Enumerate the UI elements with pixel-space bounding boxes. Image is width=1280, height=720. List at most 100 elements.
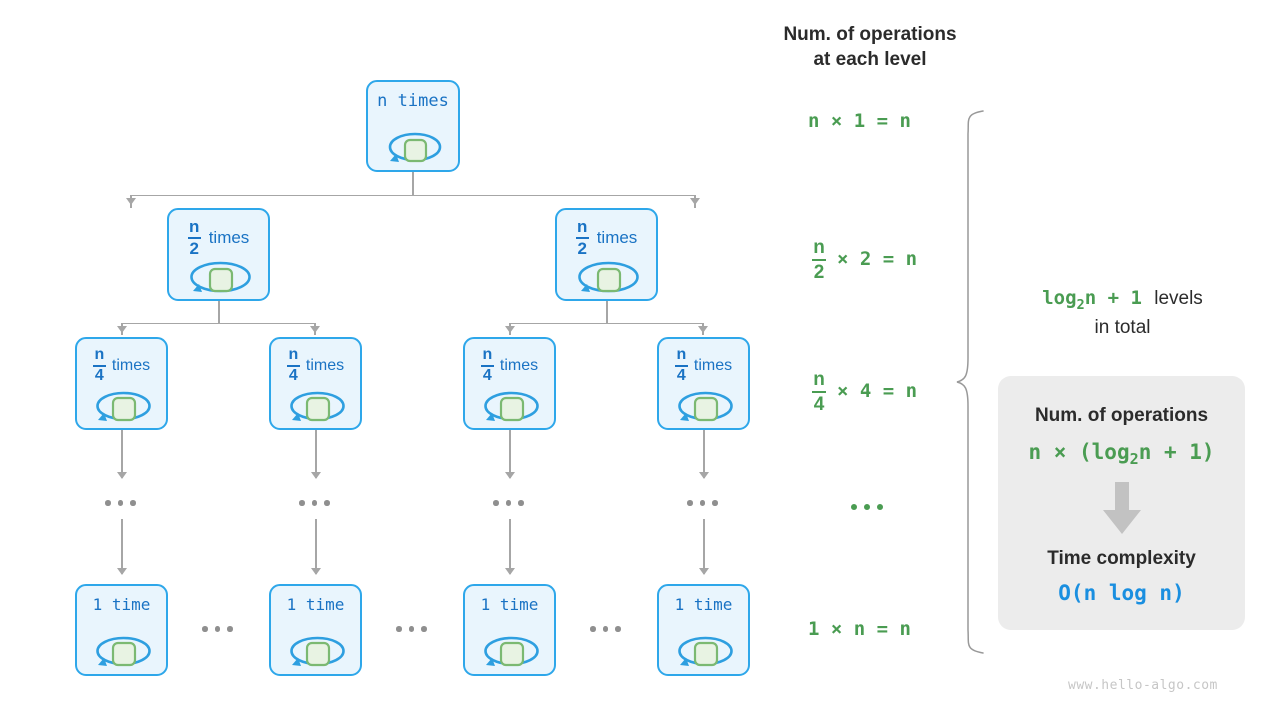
tree-node-level5-4[interactable]: 1 time bbox=[657, 584, 750, 676]
connector-root-stem bbox=[412, 172, 414, 196]
fraction-bar bbox=[812, 258, 826, 262]
summary-heading-operations: Num. of operations bbox=[1034, 405, 1209, 426]
operations-row-5: 1 × n = n bbox=[808, 620, 911, 639]
tree-row-separator-3 bbox=[590, 626, 621, 632]
log-base: 2 bbox=[1076, 296, 1085, 313]
loop-arrow-icon bbox=[678, 391, 733, 422]
summary-formula-operations: n × (log2n + 1) bbox=[1028, 440, 1215, 469]
node-label-word: times bbox=[111, 356, 151, 374]
arrowhead-l3-2 bbox=[310, 326, 321, 333]
tree-node-level2-left[interactable]: n 2 times bbox=[167, 208, 270, 301]
connector-l2a-stem bbox=[218, 301, 220, 323]
curly-brace bbox=[956, 110, 984, 654]
tree-node-level3-3[interactable]: n 4 times bbox=[463, 337, 556, 430]
tree-node-level5-3[interactable]: 1 time bbox=[463, 584, 556, 676]
tree-node-level2-right[interactable]: n 2 times bbox=[555, 208, 658, 301]
connector-dots-to-l5-3 bbox=[509, 519, 511, 574]
node-label-word: times bbox=[305, 356, 345, 374]
watermark: www.hello-algo.com bbox=[1068, 678, 1218, 693]
operations-row-2: n 2 × 2 = n bbox=[812, 238, 917, 282]
connector-dots-to-l5-2 bbox=[315, 519, 317, 574]
connector-l3-1-to-dots bbox=[121, 430, 123, 478]
fraction-bar bbox=[812, 390, 826, 394]
loop-arrow-icon bbox=[290, 636, 345, 667]
arrowhead-l3-4 bbox=[698, 326, 709, 333]
node-label-word: times bbox=[693, 356, 733, 374]
node-label: n 4 times bbox=[480, 346, 539, 385]
connector-l1-l2-bus bbox=[130, 194, 696, 197]
connector-l3-4-to-dots bbox=[703, 430, 705, 478]
tree-node-level3-1[interactable]: n 4 times bbox=[75, 337, 168, 430]
fraction: n 4 bbox=[812, 370, 826, 414]
summary-complexity-value: O(n log n) bbox=[1058, 581, 1185, 606]
arrowhead-l2-left bbox=[125, 198, 136, 205]
fraction-denominator: 4 bbox=[813, 393, 825, 415]
operations-row-5-text: 1 × n = n bbox=[808, 618, 911, 640]
fraction-bar bbox=[92, 364, 106, 367]
connector-l2a-bus bbox=[121, 322, 316, 325]
arrowhead-l5-3 bbox=[504, 568, 515, 575]
tree-node-level3-4[interactable]: n 4 times bbox=[657, 337, 750, 430]
fraction: n 2 bbox=[812, 238, 826, 282]
summary-box: Num. of operations n × (log2n + 1) Time … bbox=[998, 376, 1245, 630]
node-label-word: times bbox=[208, 228, 250, 248]
connector-dots-to-l5-4 bbox=[703, 519, 705, 574]
fraction: n 4 bbox=[92, 346, 106, 385]
fraction-bar bbox=[480, 364, 494, 367]
tree-ellipsis-4 bbox=[687, 500, 718, 506]
fraction: n 4 bbox=[480, 346, 494, 385]
loop-arrow-icon bbox=[96, 391, 151, 422]
loop-arrow-icon bbox=[578, 261, 639, 293]
fraction: n 2 bbox=[575, 217, 589, 259]
node-label: n 4 times bbox=[286, 347, 345, 384]
node-label: n 4 times bbox=[92, 346, 151, 385]
fraction-denominator: 2 bbox=[813, 261, 825, 283]
log-base: 2 bbox=[1129, 450, 1139, 469]
loop-arrow-icon bbox=[388, 132, 442, 163]
connector-l3-3-to-dots bbox=[509, 430, 511, 478]
connector-l2b-bus bbox=[509, 322, 704, 325]
arrowhead-l3-1 bbox=[116, 326, 127, 333]
operations-row-3-rest: × 4 = n bbox=[837, 380, 918, 403]
connector-dots-to-l5-1 bbox=[121, 519, 123, 574]
summary-heading-complexity: Time complexity bbox=[1047, 548, 1196, 570]
arrowhead-l3-3 bbox=[504, 326, 515, 333]
tree-ellipsis-1 bbox=[105, 500, 136, 506]
fraction-bar bbox=[286, 364, 300, 367]
operations-title-line1: Num. of operations bbox=[783, 24, 957, 45]
operations-row-1-text: n × 1 = n bbox=[808, 110, 911, 132]
tree-node-level3-2[interactable]: n 4 times bbox=[269, 337, 362, 430]
node-label-word: times bbox=[499, 356, 539, 374]
fraction: n 4 bbox=[674, 346, 688, 385]
operations-column-title: Num. of operations at each level bbox=[740, 22, 1000, 72]
tree-ellipsis-3 bbox=[493, 500, 524, 506]
levels-formula: log2n + 1 bbox=[1042, 287, 1142, 313]
fraction-bar bbox=[674, 364, 688, 367]
tree-node-level1[interactable]: n times bbox=[366, 80, 460, 172]
fraction-bar bbox=[187, 236, 201, 239]
tree-node-level5-2[interactable]: 1 time bbox=[269, 584, 362, 676]
fraction-numerator: n bbox=[813, 369, 825, 390]
node-label: n 4 times bbox=[674, 346, 733, 385]
operations-row-2-rest: × 2 = n bbox=[837, 248, 918, 271]
tree-node-level5-1[interactable]: 1 time bbox=[75, 584, 168, 676]
connector-l2b-stem bbox=[606, 301, 608, 323]
levels-note: log2n + 1 levels in total bbox=[1010, 285, 1235, 341]
node-label-word: times bbox=[596, 228, 638, 248]
node-label: 1 time bbox=[92, 595, 151, 614]
fraction-numerator: n bbox=[813, 237, 825, 258]
node-label: n 2 times bbox=[575, 217, 638, 259]
levels-note-line2: in total bbox=[1094, 316, 1151, 338]
connector-l3-2-to-dots bbox=[315, 430, 317, 478]
levels-note-word: levels bbox=[1154, 288, 1203, 309]
operations-row-3: n 4 × 4 = n bbox=[812, 370, 917, 414]
node-label: 1 time bbox=[286, 595, 345, 614]
operations-row-1: n × 1 = n bbox=[808, 112, 911, 131]
loop-arrow-icon bbox=[190, 261, 251, 293]
loop-arrow-icon bbox=[290, 391, 345, 422]
loop-arrow-icon bbox=[484, 636, 539, 667]
arrowhead-l5-4 bbox=[698, 568, 709, 575]
arrowhead-l2-right bbox=[690, 198, 701, 205]
operations-title-line2: at each level bbox=[813, 49, 927, 71]
